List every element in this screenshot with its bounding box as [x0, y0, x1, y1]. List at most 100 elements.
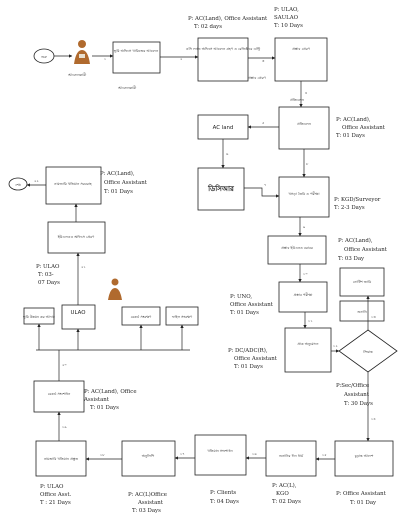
r13-time: T : 21 Days — [40, 500, 71, 506]
r2-role2: SAULAO — [274, 15, 299, 21]
r8-role2: Assistant — [343, 392, 370, 398]
ulao-send2-box: ইউএলএও অফিসে প্রেরণ — [47, 221, 106, 254]
step-numbers: ১ ২ ৩ ৪ ৫ ৬ ৭ ৮ ৯ ১০ ১১ ১২ ১৩ ১৪ ১৫ ১৬ ১… — [34, 57, 376, 457]
receive-box: এসি ল্যান্ড অফিসে আবেদন গ্রহণ ও রেজিষ্টা… — [186, 37, 261, 82]
r14-time: T: 01 Days — [90, 405, 119, 411]
r11-role: P: Clients — [210, 490, 236, 496]
dcr-box: ডিসিআর — [197, 167, 245, 211]
pre-approve-text: প্রাক অনুমোদন — [297, 342, 319, 346]
hearing-box: শুনানি — [339, 300, 385, 322]
record-update-text: রেকর্ড সংশোধন — [48, 391, 71, 396]
step-2: ২ — [180, 57, 183, 61]
step-13: ১৩ — [371, 315, 376, 319]
record-keep-box: রেকর্ড সংরক্ষণ — [121, 306, 161, 326]
hearing-text: শুনানি — [356, 310, 367, 314]
record-keep-text: রেকর্ড সংরক্ষণ — [131, 314, 153, 319]
record-update-box: রেকর্ড সংশোধন — [33, 380, 85, 413]
step-11: ১১ — [308, 319, 313, 323]
report-check-box: প্রতিবেদন — [278, 106, 330, 150]
start-label: শুরু — [40, 55, 48, 59]
notice-text: নোটিশ জারি — [353, 279, 372, 284]
r15-time: T: 03- — [38, 272, 54, 278]
r9-time: T: 01 Day — [350, 500, 377, 506]
file-keep-text: ফাইল সংরক্ষণ — [171, 315, 193, 319]
ulao-send-box: প্রস্তাব প্রেরণ — [274, 37, 328, 82]
ulao-send2-text: ইউএলএও অফিসে প্রেরণ — [57, 234, 95, 239]
receive-box-text: এসি ল্যান্ড অফিসে আবেদন গ্রহণ ও রেজিষ্টা… — [186, 46, 261, 51]
step-19: ১৯ — [62, 425, 67, 429]
r6-time: T: 01 Days — [230, 310, 259, 316]
uno-send-text: প্রস্তাব ইউএনও বরাবর — [281, 245, 314, 250]
step-12: ১২ — [333, 344, 338, 348]
report-label: প্রতিবেদন — [290, 98, 305, 102]
r2-role: P: ULAO, — [274, 7, 299, 13]
step-8: ৮ — [306, 162, 309, 166]
khatian-supply-box: নামজারি খতিয়ান সরবরাহ — [45, 166, 102, 205]
r16-time: T: 01 Days — [104, 189, 133, 195]
step-16: ১৬ — [252, 452, 257, 456]
r3-role2: Office Assistant — [342, 125, 386, 131]
ulao-send-box-text: প্রস্তাব প্রেরণ — [292, 47, 311, 51]
r7-role: P: DC/ADC(R), — [228, 347, 268, 354]
draft-box: খসড়া তৈরি ও পরীক্ষা — [278, 176, 330, 218]
copy-box: অনুলিপি — [121, 440, 176, 477]
r10-role2: KGO — [276, 491, 289, 497]
r12-role2: Assistant — [137, 500, 164, 506]
dcr-text: ডিসিআর — [207, 184, 235, 193]
step-21: ২১ — [81, 265, 86, 269]
applicant-label: আবেদনকারী — [67, 72, 87, 77]
r14-role: P: AC(Land), Office — [84, 388, 137, 395]
r10-role: P: AC(L), — [272, 482, 297, 489]
report-check-text: প্রতিবেদন — [297, 122, 312, 126]
record-fix-text: খতিয়ান সংশোধন — [207, 449, 233, 453]
notice-box: নোটিশ জারি — [339, 267, 385, 297]
khatian-supply-text: নামজারি খতিয়ান সরবরাহ — [53, 182, 92, 186]
step-15: ১৫ — [322, 453, 327, 457]
end-label: শেষ — [15, 183, 22, 187]
r2-time: T: 10 Days — [274, 23, 303, 29]
proposal-check-text: প্রস্তাব পরীক্ষা — [294, 292, 314, 297]
r16-role: P: AC(Land), — [100, 170, 135, 177]
r3-time: T: 01 Days — [336, 133, 365, 139]
file-keep-box: ফাইল সংরক্ষণ — [165, 306, 199, 326]
step-1: ১ — [104, 57, 107, 61]
khatian-prepare-box: নামজারি খতিয়ান প্রস্তুত — [35, 440, 87, 477]
step-10: ১০ — [303, 272, 308, 276]
applicant2-label: আবেদনকারী — [117, 85, 137, 90]
r5-role: P: AC(Land), — [338, 237, 373, 244]
r1-role: P: AC(Land), Office Assistant — [188, 15, 268, 22]
pre-approve-box: প্রাক অনুমোদন — [284, 327, 332, 373]
r13-role: P: ULAO — [40, 484, 64, 490]
note-top: প্রস্তাব প্রেরণ — [248, 76, 267, 80]
ulao-box-text: ULAO — [71, 310, 86, 316]
proposal-check-box: প্রস্তাব পরীক্ষা — [278, 281, 328, 313]
step-14: ১৪ — [371, 417, 376, 421]
date-set-text: শুনানির দিন ধার্য — [278, 453, 304, 458]
r12-time: T: 03 Days — [132, 508, 161, 514]
r6-role2: Office Assistant — [230, 302, 274, 308]
decision-diamond: সিদ্ধান্ত — [338, 329, 398, 373]
r4-time: T: 2-3 Days — [334, 205, 365, 211]
r12-role: P: AC(L)Office — [128, 491, 167, 498]
acland-box: AC land — [197, 114, 249, 140]
step-17: ১৭ — [180, 452, 185, 456]
r8-time: T: 30 Days — [344, 401, 373, 407]
step-4: ৪ — [305, 91, 308, 95]
step-7: ৭ — [264, 183, 267, 187]
r10-time: T: 02 Days — [272, 499, 301, 505]
r7-role2: Office Assistant — [234, 356, 278, 362]
apply-box: ভূমি অফিসে খারিজের আবেদন — [112, 41, 161, 74]
r5-time: T: 03 Day — [338, 256, 365, 262]
tax-box: ভূমি উন্নয়ন কর আদায় — [22, 307, 56, 325]
apply-box-text: ভূমি অফিসে খারিজের আবেদন — [113, 49, 159, 53]
step-6: ৬ — [226, 152, 229, 156]
khatian-prepare-text: নামজারি খতিয়ান প্রস্তুত — [43, 457, 79, 461]
edges — [26, 54, 370, 461]
r11-time: T: 04 Days — [210, 499, 239, 505]
date-set-box: শুনানির দিন ধার্য — [265, 440, 317, 477]
record-fix-box: খতিয়ান সংশোধন — [194, 434, 247, 476]
r7-time: T: 01 Days — [234, 364, 263, 370]
step-3: ৩ — [262, 59, 265, 63]
final-order-box: চূড়ান্ত আদেশ — [334, 440, 394, 477]
